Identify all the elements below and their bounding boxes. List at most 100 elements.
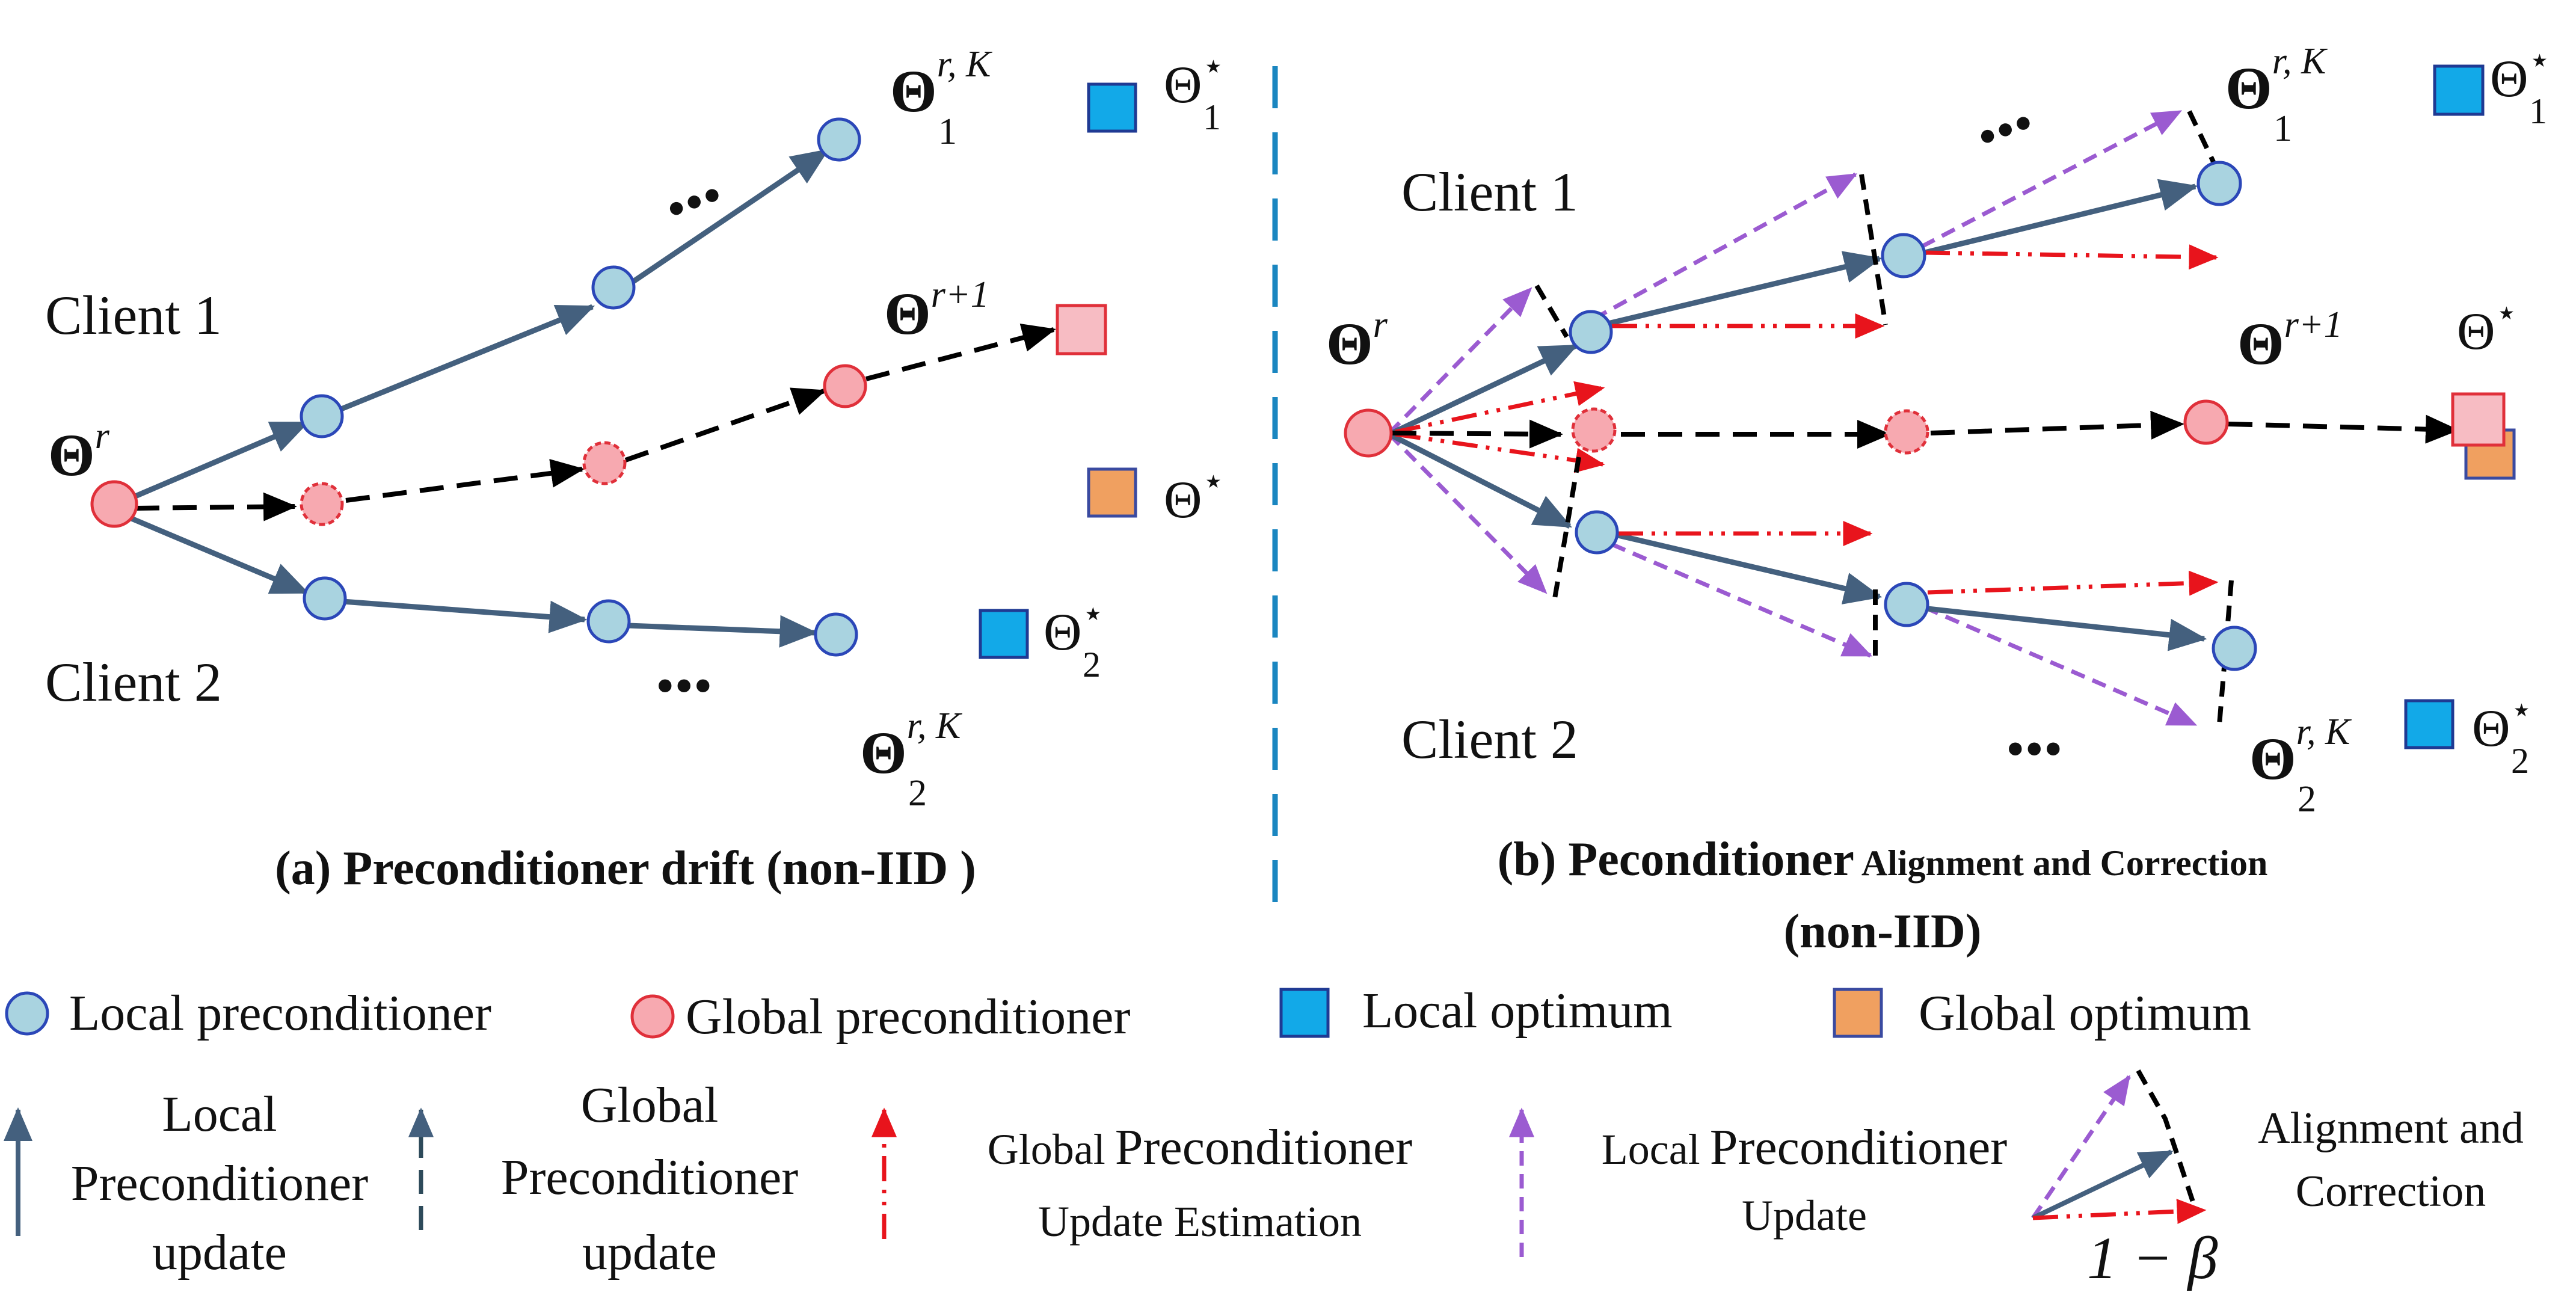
local-node xyxy=(1569,310,1613,354)
ellipsis-dots: ••• xyxy=(657,164,731,239)
local-node xyxy=(2196,161,2242,206)
global-preconditioner-square xyxy=(1056,304,1107,355)
legend-estimation-2: Update Estimation xyxy=(1038,1198,1362,1246)
local-update-arrow xyxy=(1923,179,2198,256)
global-update-arrow xyxy=(2228,414,2459,444)
client-2-label: Client 2 xyxy=(45,651,222,713)
ellipsis-dots: ••• xyxy=(2006,719,2063,779)
local-update-arrow xyxy=(1388,343,1579,437)
global-optimum-square xyxy=(1087,467,1137,518)
opt-2-label: Θ⋆2 xyxy=(2472,690,2533,781)
opt-1-label: Θ⋆1 xyxy=(1164,46,1225,137)
local-update-arrow xyxy=(336,304,595,414)
local-update-dashed xyxy=(1388,432,1548,594)
estimation-arrow xyxy=(1924,244,2219,270)
theta-r1-label: Θr+1 xyxy=(884,274,989,347)
legend-local-preconditioner: Local preconditioner xyxy=(69,985,491,1041)
legend-local-update-3: update xyxy=(152,1225,287,1281)
local-update-arrow xyxy=(630,148,829,285)
local-update-arrow xyxy=(1602,251,1883,328)
opt-global-label: Θ⋆ xyxy=(2457,293,2518,361)
theta-r-label: Θr xyxy=(48,416,110,488)
global-preconditioner-square xyxy=(2451,392,2506,447)
theta-r1-label: Θr+1 xyxy=(2237,304,2343,377)
legend-align-1: Alignment and xyxy=(2258,1104,2524,1153)
legend-local-update-1: Local xyxy=(162,1086,277,1142)
local-update-dashed xyxy=(1920,109,2183,249)
global-node xyxy=(823,364,867,408)
legend-local-pu-2: Update xyxy=(1742,1192,1867,1240)
estimation-arrow xyxy=(1395,432,1605,473)
local-node xyxy=(303,576,347,621)
local-optimum-square xyxy=(1087,82,1137,133)
legend-local-update-2: Preconditioner xyxy=(71,1155,369,1211)
global-node xyxy=(1344,408,1393,458)
local-node xyxy=(814,612,858,657)
legend-global-update-2: Preconditioner xyxy=(501,1149,799,1205)
opt-global-label: Θ⋆ xyxy=(1164,461,1225,529)
local-update-arrow xyxy=(342,598,588,633)
global-update-arrow xyxy=(135,492,297,521)
local-node xyxy=(1881,233,1926,278)
local-node xyxy=(300,394,344,438)
panel-b-caption-line2: (non-IID) xyxy=(1784,905,1982,958)
global-update-arrow xyxy=(1930,410,2184,440)
local-update-arrow xyxy=(113,420,310,508)
client-2-label: Client 2 xyxy=(1401,709,1578,770)
ellipsis-dots: ••• xyxy=(656,656,713,716)
global-node xyxy=(90,480,138,528)
opt-2-label: Θ⋆2 xyxy=(1044,594,1104,684)
local-node xyxy=(817,117,861,162)
local-node xyxy=(586,599,631,644)
local-optimum-square xyxy=(2433,64,2485,116)
legend-global-node-icon xyxy=(630,994,675,1039)
local-node xyxy=(591,265,636,310)
legend-alignment-icon xyxy=(2031,1069,2207,1225)
local-optimum-square xyxy=(2404,699,2455,749)
local-update-dashed xyxy=(1611,542,1873,658)
global-update-arrow xyxy=(345,459,585,503)
local-node xyxy=(2212,626,2257,671)
local-update-dashed xyxy=(1388,287,1532,435)
local-update-dashed xyxy=(1923,605,2198,727)
local-update-arrow xyxy=(628,615,818,648)
global-node xyxy=(2183,399,2229,445)
panel-a-caption: (a) Preconditioner drift (non-IID ) xyxy=(275,842,976,895)
global-node-estimate xyxy=(300,482,344,526)
theta-r-label: Θr xyxy=(1326,304,1388,377)
opt-1-label: Θ⋆1 xyxy=(2490,40,2551,131)
global-node-estimate xyxy=(582,441,627,485)
client-1-label: Client 1 xyxy=(1401,161,1578,223)
local-update-arrow xyxy=(1388,431,1573,529)
legend-global-optimum: Global optimum xyxy=(1919,985,2251,1041)
legend-local-node-icon xyxy=(5,991,49,1036)
global-node-estimate xyxy=(1571,407,1617,453)
legend-beta-label: 1 − β xyxy=(2087,1225,2218,1291)
local-optimum-square xyxy=(979,609,1029,659)
local-node xyxy=(1575,510,1619,555)
legend-global-preconditioner: Global preconditioner xyxy=(686,989,1130,1045)
legend: Local preconditioner Global precondition… xyxy=(3,983,2524,1291)
legend-global-optimum-icon xyxy=(1833,988,1883,1038)
global-update-arrow xyxy=(865,324,1056,381)
local-node xyxy=(1884,582,1929,627)
global-update-arrow xyxy=(1392,419,1563,449)
estimation-arrow xyxy=(1395,381,1605,434)
ellipsis-dots: ••• xyxy=(1969,92,2043,167)
legend-local-optimum: Local optimum xyxy=(1362,983,1673,1039)
legend-global-update-3: update xyxy=(582,1225,717,1281)
legend-global-update-1: Global xyxy=(581,1077,719,1133)
local-update-arrow xyxy=(1927,606,2207,651)
global-node-estimate xyxy=(1884,409,1929,455)
legend-align-2: Correction xyxy=(2296,1167,2486,1216)
global-update-arrow xyxy=(624,387,826,463)
client-1-label: Client 1 xyxy=(45,284,222,346)
